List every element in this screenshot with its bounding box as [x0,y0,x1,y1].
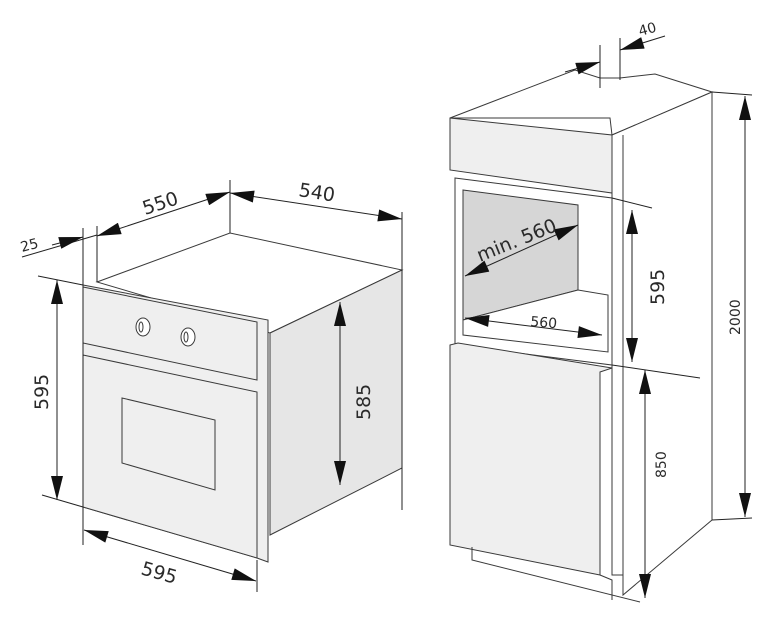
dimension-oven-panel-25: 25 [19,236,84,256]
oven-knob-left [135,317,151,337]
dimension-oven-body-height-585: 585 [334,302,375,485]
dimension-cabinet-opening-width-560: 560 [464,314,603,338]
label-850: 850 [654,451,670,478]
oven-door-window [121,397,216,491]
dimension-oven-height-595: 595 [31,280,64,500]
label-595-left: 595 [31,374,53,410]
cabinet-lower-door [449,342,613,576]
cabinet-top-box-front [449,117,613,194]
dimension-cabinet-gap-40: 40 [564,20,666,75]
label-40: 40 [637,20,658,40]
dimension-oven-depth-550: 550 [96,188,231,237]
label-550: 550 [140,188,181,220]
dimension-cabinet-opening-height-595: 595 [626,210,669,362]
label-595-cabinet: 595 [647,269,669,305]
label-540: 540 [297,179,336,206]
oven-knob-right [180,327,196,347]
dimension-oven-width-540: 540 [229,179,403,222]
label-25: 25 [19,236,40,256]
dimension-cabinet-total-2000: 2000 [728,96,751,517]
label-560: 560 [530,314,558,332]
label-585: 585 [353,384,375,420]
cabinet-side-face [611,91,713,597]
cabinet-drawing [449,69,714,603]
cabinet-plinth [471,547,641,603]
label-595-bottom: 595 [139,558,180,589]
label-2000: 2000 [728,299,744,335]
dimension-cabinet-floor-850: 850 [639,370,670,598]
